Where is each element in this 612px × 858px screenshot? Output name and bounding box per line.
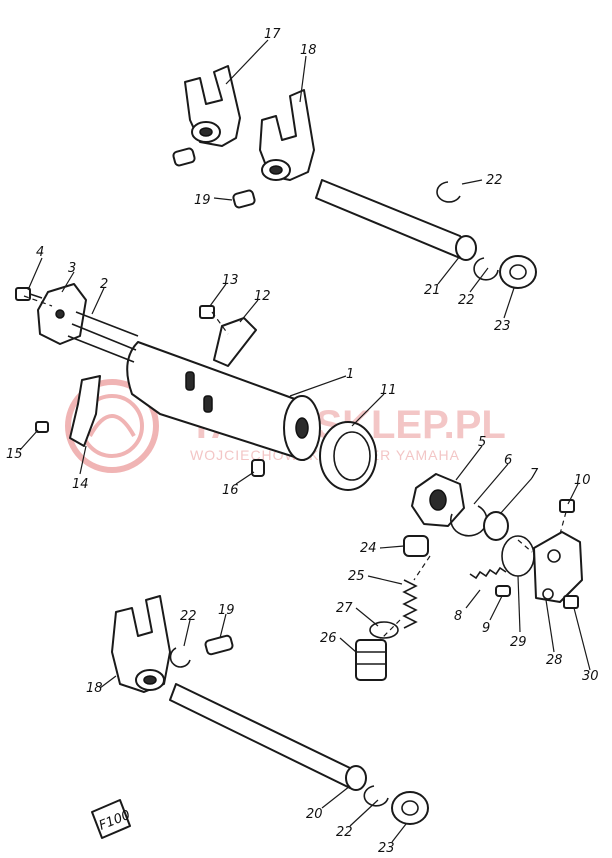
circlip-22-lower-fork: [169, 647, 191, 668]
frame-badge: F100: [91, 799, 133, 839]
callout-25: 25: [348, 569, 365, 584]
spring-25: [402, 579, 418, 629]
callout-28: 28: [546, 653, 563, 668]
callout-30: 30: [582, 669, 599, 684]
callout-2: 2: [100, 277, 108, 292]
callout-11: 11: [380, 383, 397, 398]
callout-10: 10: [574, 473, 591, 488]
neutral-plate-14: [69, 375, 101, 447]
callout-22-upper-a: 22: [486, 173, 503, 188]
circlips-22-upper: [436, 181, 499, 281]
leader-lines: [19, 39, 591, 843]
yamaha-logo-icon: [65, 379, 159, 473]
drum-stopper-plate-3: [37, 283, 87, 345]
gasket-27: [369, 621, 399, 639]
callout-8: 8: [454, 609, 462, 624]
callout-20: 20: [306, 807, 323, 822]
callout-13: 13: [222, 273, 239, 288]
pins-2: [67, 311, 139, 363]
callout-23-lower-label: 23: [378, 841, 395, 856]
guide-pin-19-lower: [204, 634, 234, 656]
cover-28: [533, 531, 583, 603]
callout-9: 9: [482, 621, 490, 636]
callout-29: 29: [510, 635, 527, 650]
callout-27: 27: [336, 601, 353, 616]
shift-drum-1: [126, 341, 321, 461]
circlip-6: [450, 505, 488, 537]
dowel-16: [251, 459, 265, 477]
screw-30: [563, 595, 579, 609]
callout-18-upper: 18: [300, 43, 317, 58]
callout-22-lower-a: 22: [180, 609, 197, 624]
callout-21: 21: [424, 283, 441, 298]
callout-23-upper: 23: [494, 319, 511, 334]
callout-7: 7: [530, 467, 539, 482]
callout-labels: 17 18 19 22 21 22 23 4 3 2 13 12 1 11 15…: [6, 27, 599, 856]
shift-fork-shaft-21: [315, 179, 477, 261]
callout-5: 5: [478, 435, 486, 450]
screw-4: [15, 287, 43, 301]
screw-15: [35, 421, 49, 433]
callout-14: 14: [72, 477, 89, 492]
shift-fork-18-upper: [259, 89, 315, 181]
callout-26: 26: [320, 631, 337, 646]
shift-fork-18-lower: [111, 595, 171, 693]
callout-6: 6: [504, 453, 512, 468]
callout-16: 16: [222, 483, 239, 498]
callout-17: 17: [264, 27, 281, 42]
washer-23-upper: [499, 255, 537, 289]
callout-22-lower-b: 22: [336, 825, 353, 840]
assembly-lines: [23, 295, 567, 641]
stopper-lever-12: [213, 317, 257, 367]
spring-8-pin-9: [469, 566, 511, 597]
plunger-24: [403, 535, 429, 557]
o-ring-29: [501, 535, 535, 577]
plug-bolt-26: [355, 639, 387, 681]
callout-22-upper-b: 22: [458, 293, 475, 308]
screw-10: [559, 499, 575, 513]
guide-pins-19-upper: [172, 147, 256, 209]
screw-13: [199, 305, 215, 319]
callout-19-upper: 19: [194, 193, 211, 208]
washer-23-lower: [391, 791, 429, 825]
segment-5: [411, 473, 465, 527]
o-ring-7: [483, 511, 509, 541]
callout-18-lower: 18: [86, 681, 103, 696]
callout-19-lower: 19: [218, 603, 235, 618]
callout-12: 12: [254, 289, 271, 304]
shift-fork-shaft-20: [169, 683, 367, 791]
bearing-11: [319, 421, 377, 491]
callout-24: 24: [360, 541, 377, 556]
shift-fork-17: [184, 65, 241, 147]
circlip-22-lower-shaft: [363, 785, 389, 807]
callout-1: 1: [346, 367, 354, 382]
callout-4: 4: [36, 245, 44, 260]
callout-3: 3: [68, 261, 76, 276]
callout-15: 15: [6, 447, 23, 462]
